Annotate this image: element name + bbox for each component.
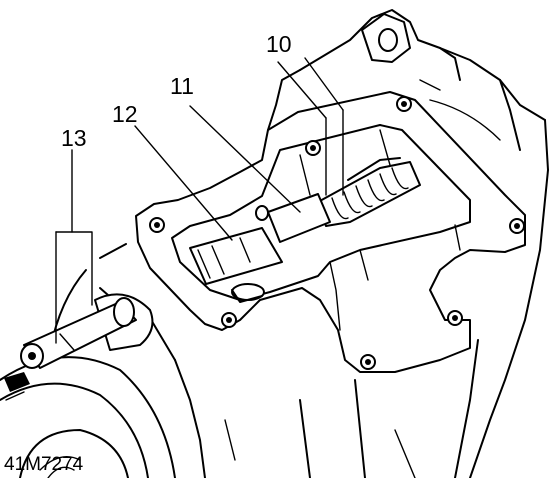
leader-lines xyxy=(55,57,344,344)
selector-lever xyxy=(20,297,137,369)
gearbox-casing xyxy=(174,9,549,478)
selector-housing-flange xyxy=(135,91,526,373)
plunger xyxy=(255,193,331,243)
selector-shaft xyxy=(189,227,283,303)
callout-12: 12 xyxy=(112,101,138,127)
figure-reference-code: 41M7274 xyxy=(4,454,84,475)
spring xyxy=(317,157,421,227)
callout-11: 11 xyxy=(170,73,194,99)
bolt-holes xyxy=(149,96,525,370)
callout-10: 10 xyxy=(266,31,292,57)
callout-13: 13 xyxy=(61,125,87,151)
